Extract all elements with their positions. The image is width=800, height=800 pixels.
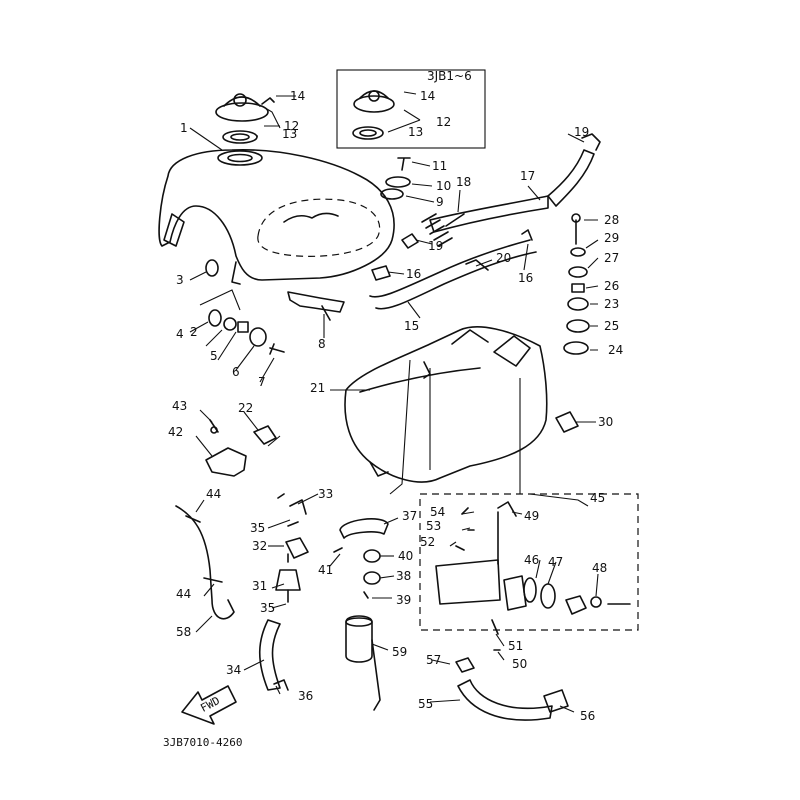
figure-code: 3JB7010-4260	[163, 736, 242, 749]
callout-5: 5	[210, 349, 218, 363]
callout-56: 56	[580, 709, 595, 723]
breather-hose	[175, 505, 235, 620]
callout-19-secondary: 19	[574, 125, 589, 139]
callout-2: 2	[190, 325, 198, 339]
callout-35-secondary: 35	[260, 601, 275, 615]
callout-47: 47	[548, 555, 563, 569]
callout-50: 50	[512, 657, 527, 671]
mount-hardware-left	[199, 259, 285, 355]
left-bracket-assembly	[205, 419, 277, 477]
forward-arrow-icon	[181, 685, 237, 725]
callout-53: 53	[426, 519, 441, 533]
callout-51: 51	[508, 639, 523, 653]
pump-mount	[333, 518, 389, 599]
callout-23: 23	[604, 297, 619, 311]
callout-6: 6	[232, 365, 240, 379]
fuel-cock-group	[419, 493, 639, 631]
leader-lines	[189, 91, 599, 713]
callout-30: 30	[598, 415, 613, 429]
callout-16-secondary: 16	[518, 271, 533, 285]
callout-11: 11	[432, 159, 447, 173]
callout-16: 16	[406, 267, 421, 281]
callout-45: 45	[590, 491, 605, 505]
callout-59: 59	[392, 645, 407, 659]
callout-52: 52	[420, 535, 435, 549]
callout-44-secondary: 44	[176, 587, 191, 601]
inset-box	[336, 69, 486, 149]
drain-hoses	[258, 493, 307, 691]
callout-13: 13	[282, 127, 297, 141]
callout-37: 37	[402, 509, 417, 523]
callout-34: 34	[226, 663, 241, 677]
callout-35: 35	[250, 521, 265, 535]
callout-31: 31	[252, 579, 267, 593]
fuel-pump	[345, 615, 381, 711]
callout-43: 43	[172, 399, 187, 413]
top-bolt-set	[380, 157, 411, 200]
callout-36: 36	[298, 689, 313, 703]
right-mount-stack	[563, 213, 590, 355]
vent-hoses	[369, 133, 601, 310]
callout-39: 39	[396, 593, 411, 607]
inset-label: 3JB1~6	[427, 69, 472, 83]
callout-33: 33	[318, 487, 333, 501]
callout-48: 48	[592, 561, 607, 575]
callout-29: 29	[604, 231, 619, 245]
callout-32: 32	[252, 539, 267, 553]
callout-26: 26	[604, 279, 619, 293]
callout-7: 7	[258, 375, 266, 389]
callout-labels: 1234567891011121314151617181920212223242…	[168, 89, 623, 723]
callout-54: 54	[430, 505, 445, 519]
callout-49: 49	[524, 509, 539, 523]
fuel-filter	[275, 537, 309, 603]
callout-14: 14	[290, 89, 305, 103]
callout-14-secondary: 14	[420, 89, 435, 103]
callout-12-secondary: 12	[436, 115, 451, 129]
callout-25: 25	[604, 319, 619, 333]
callout-40: 40	[398, 549, 413, 563]
callout-42: 42	[168, 425, 183, 439]
callout-15: 15	[404, 319, 419, 333]
callout-55: 55	[418, 697, 433, 711]
side-clip	[555, 411, 579, 433]
callout-58: 58	[176, 625, 191, 639]
callout-3: 3	[176, 273, 184, 287]
fuel-cock	[435, 501, 631, 651]
callout-28: 28	[604, 213, 619, 227]
callout-44: 44	[206, 487, 221, 501]
callout-17: 17	[520, 169, 535, 183]
fuel-line	[455, 657, 569, 721]
fuel-tank	[158, 148, 395, 285]
callout-1: 1	[180, 121, 188, 135]
callout-4: 4	[176, 327, 184, 341]
callout-38: 38	[396, 569, 411, 583]
callout-21: 21	[310, 381, 325, 395]
callout-46: 46	[524, 553, 539, 567]
callout-12: 12	[284, 119, 299, 133]
callout-24: 24	[608, 343, 623, 357]
fuel-cap	[215, 93, 275, 144]
callout-13-secondary: 13	[408, 125, 423, 139]
rear-bracket	[287, 291, 345, 321]
callout-27: 27	[604, 251, 619, 265]
callout-41: 41	[318, 563, 333, 577]
callout-57: 57	[426, 653, 441, 667]
callout-9: 9	[436, 195, 444, 209]
callout-22: 22	[238, 401, 253, 415]
callout-10: 10	[436, 179, 451, 193]
main-fuel-tank	[344, 326, 548, 483]
callout-19: 19	[428, 239, 443, 253]
inset-fuel-cap	[352, 90, 395, 140]
callout-8: 8	[318, 337, 326, 351]
callout-20: 20	[496, 251, 511, 265]
callout-18: 18	[456, 175, 471, 189]
